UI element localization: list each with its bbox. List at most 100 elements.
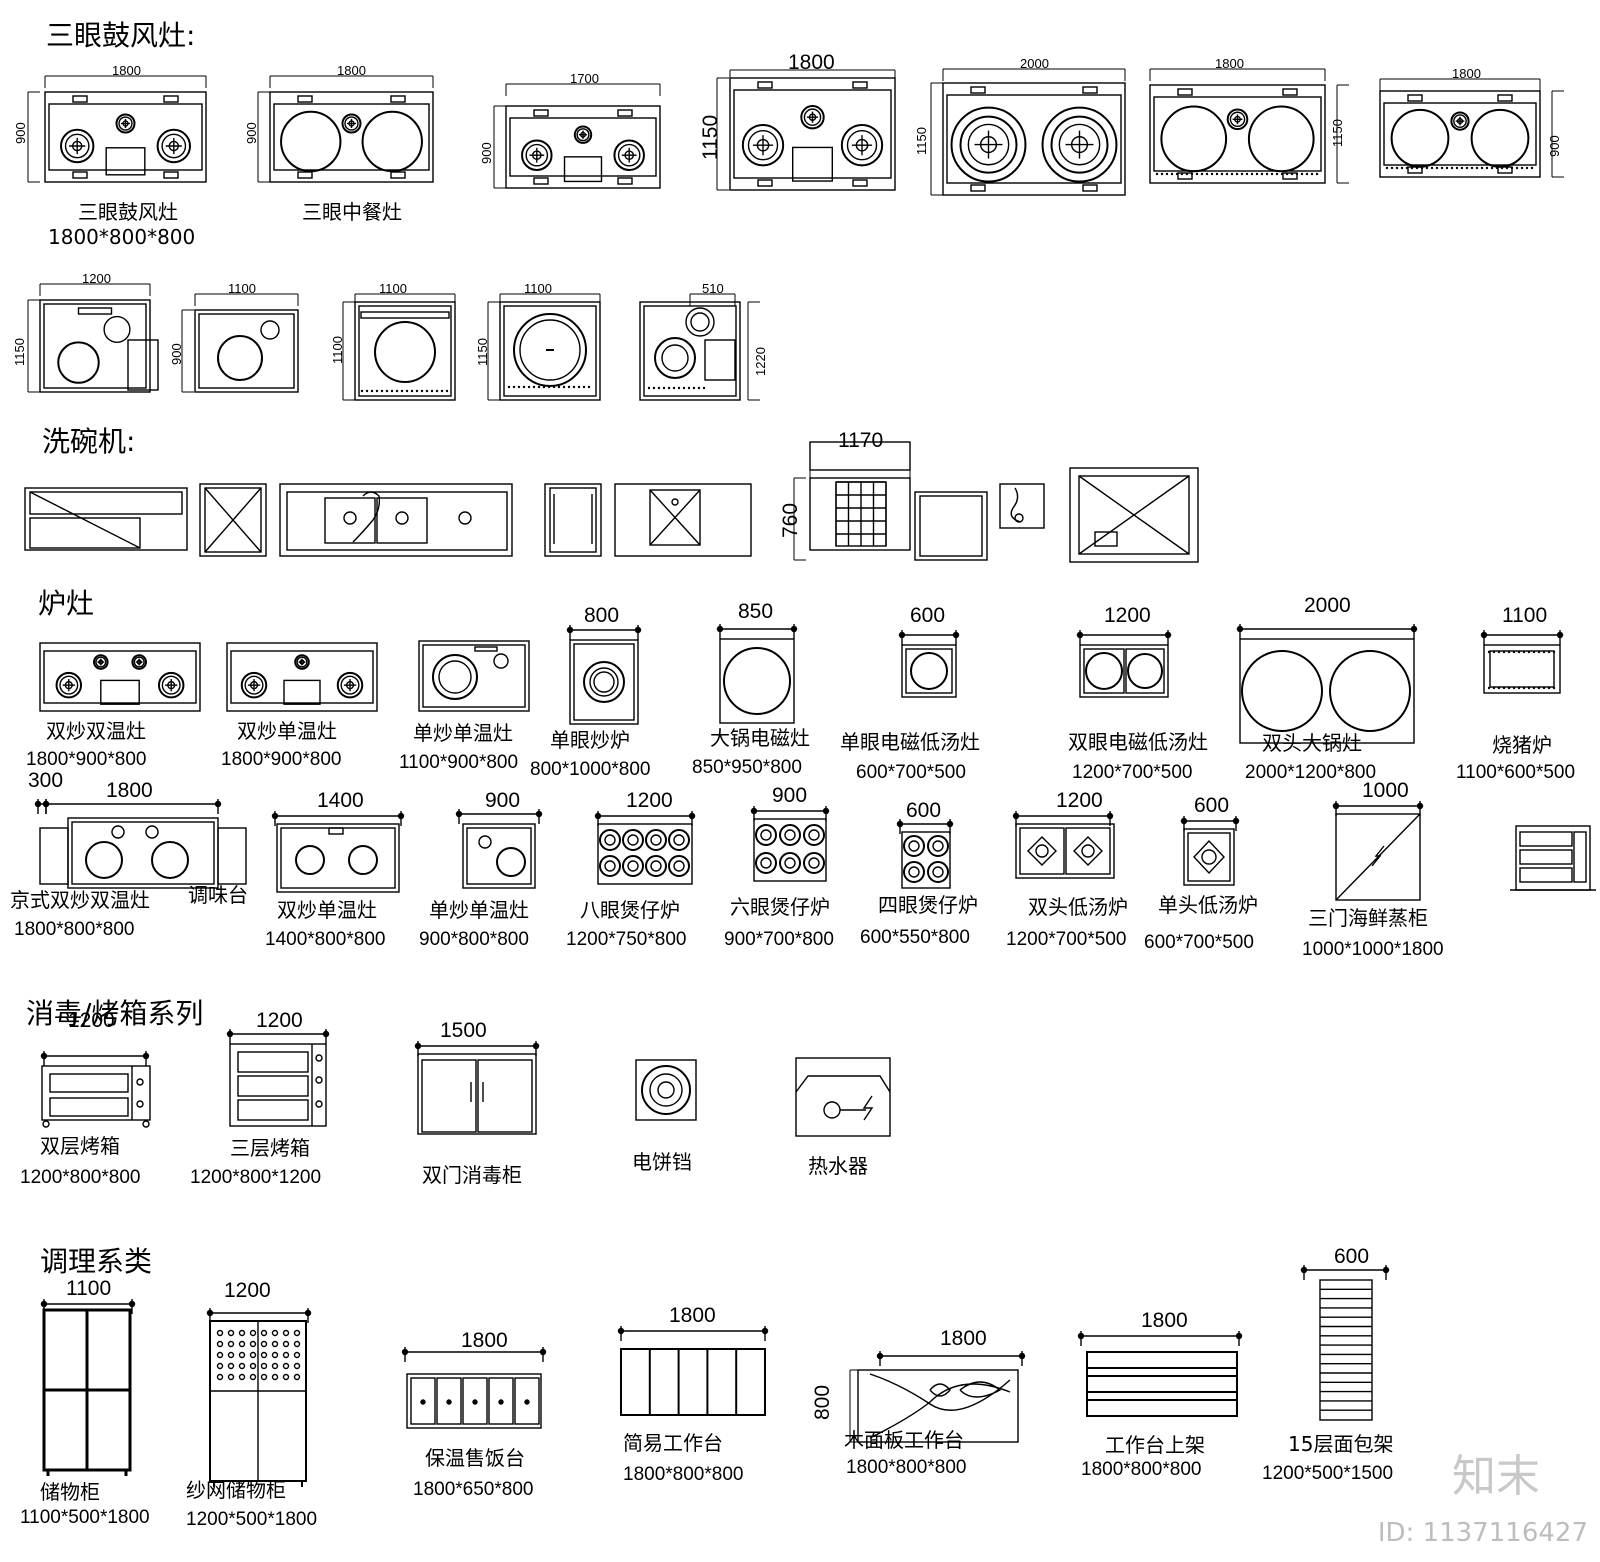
item-name: 六眼煲仔炉 xyxy=(730,895,830,919)
item-size: 1200*800*800 xyxy=(20,1167,141,1188)
item-name: 纱网储物柜 xyxy=(186,1478,286,1502)
dimension-label: 1220 xyxy=(753,347,768,376)
dimension-label: 1800 xyxy=(788,51,835,74)
item-name: 双门消毒柜 xyxy=(422,1163,522,1187)
equipment-drawing xyxy=(206,1308,312,1487)
equipment-drawing xyxy=(1149,68,1349,184)
dimension-label: 600 xyxy=(1194,794,1230,817)
item-name: 八眼煲仔炉 xyxy=(580,898,680,922)
dimension-label: 1800 xyxy=(1141,1309,1188,1332)
equipment-drawing xyxy=(1236,624,1418,744)
equipment-d2 xyxy=(195,478,275,563)
dimension-label: 1100 xyxy=(524,281,552,296)
item-name: 双炒单温灶 xyxy=(277,898,377,922)
item-name: 单眼电磁低汤灶 xyxy=(840,730,980,754)
dimension-label: 2000 xyxy=(1020,56,1049,71)
equipment-drawing xyxy=(594,811,696,885)
dimension-label: 1200 xyxy=(256,1009,303,1032)
item-name: 保温售饭台 xyxy=(425,1446,525,1470)
equipment-s12: 510 1220 xyxy=(630,280,795,405)
equipment-drawing xyxy=(181,293,299,393)
equipment-drawing xyxy=(750,806,830,882)
item-size: 1200*500*1800 xyxy=(186,1509,318,1530)
item-size: 1800*800*800 xyxy=(1081,1459,1202,1480)
item-size: 1100*600*500 xyxy=(1456,762,1576,783)
item-name: 单炒单温灶 xyxy=(429,898,529,922)
item-name: 双头大锅灶 xyxy=(1262,731,1362,755)
section-title-prep: 调理系类 xyxy=(40,1245,153,1278)
equipment-drawing xyxy=(896,819,954,889)
equipment-drawing xyxy=(27,75,207,183)
item-name: 15层面包架 xyxy=(1288,1432,1394,1456)
item-name: 单头低汤炉 xyxy=(1158,893,1258,917)
equipment-o4: 电饼铛 xyxy=(620,1040,710,1190)
item-name: 热水器 xyxy=(808,1154,868,1178)
equipment-drawing xyxy=(716,69,896,191)
equipment-drawing xyxy=(1077,1331,1243,1417)
equipment-r1: 双炒双温灶 1800*900*800 xyxy=(20,635,210,775)
section-title-oven: 消毒/烤箱系列 xyxy=(26,997,204,1030)
equipment-drawing xyxy=(544,483,602,557)
section-title-dishwasher: 洗碗机: xyxy=(42,425,136,458)
dimension-label: 1200 xyxy=(68,1009,115,1032)
dimension-label: 1800 xyxy=(669,1304,716,1327)
item-size: 900*700*800 xyxy=(724,929,834,950)
equipment-d9 xyxy=(1065,462,1210,572)
item-size: 600*700*500 xyxy=(1144,932,1254,953)
dimension-label: 1200 xyxy=(1104,604,1151,627)
item-size: 1800*800*800 xyxy=(14,919,135,940)
equipment-drawing xyxy=(614,483,752,557)
dimension-label: 900 xyxy=(13,122,28,144)
item-size: 850*950*800 xyxy=(692,757,802,778)
equipment-drawing xyxy=(635,1059,697,1121)
dimension-label: 1800 xyxy=(940,1327,987,1350)
equipment-drawing xyxy=(566,625,642,725)
item-name: 双炒双温灶 xyxy=(46,719,146,743)
dimension-label: 1700 xyxy=(570,71,599,86)
equipment-drawing xyxy=(1332,801,1424,901)
dimension-label: 900 xyxy=(485,789,521,812)
item-size: 600*700*500 xyxy=(856,762,966,783)
equipment-r17: 600 单头低汤炉 600*700*500 xyxy=(1144,794,1280,955)
equipment-drawing xyxy=(487,293,601,401)
item-name: 双眼电磁低汤灶 xyxy=(1068,730,1208,754)
item-size: 1800*900*800 xyxy=(26,749,147,770)
item-size: 1800*800*800 xyxy=(846,1457,967,1478)
equipment-drawing xyxy=(226,642,378,712)
item-size: 1200*750*800 xyxy=(566,929,687,950)
dimension-label: 1100 xyxy=(330,336,345,364)
equipment-d1 xyxy=(20,478,195,563)
item-size: 1400*800*800 xyxy=(265,929,386,950)
equipment-d7 xyxy=(914,478,990,568)
item-name: 烧猪炉 xyxy=(1492,733,1552,757)
item-size: 900*800*800 xyxy=(419,929,529,950)
dimension-label: 300 xyxy=(28,769,64,792)
equipment-d4 xyxy=(540,478,605,563)
equipment-drawing xyxy=(27,283,159,393)
dimension-label: 1800 xyxy=(337,63,366,78)
item-name: 简易工作台 xyxy=(623,1431,723,1455)
dimension-label: 510 xyxy=(702,281,724,296)
dimension-label: 1150 xyxy=(914,127,929,155)
item-size: 1800*800*800 xyxy=(48,225,196,249)
item-name: 双炒单温灶 xyxy=(237,719,337,743)
dimension-label: 1800 xyxy=(1215,56,1244,71)
equipment-drawing xyxy=(999,483,1045,529)
equipment-r12: 900 单炒单温灶 900*800*800 xyxy=(419,789,565,960)
dimension-label: 1200 xyxy=(224,1279,271,1302)
equipment-drawing xyxy=(639,293,760,401)
